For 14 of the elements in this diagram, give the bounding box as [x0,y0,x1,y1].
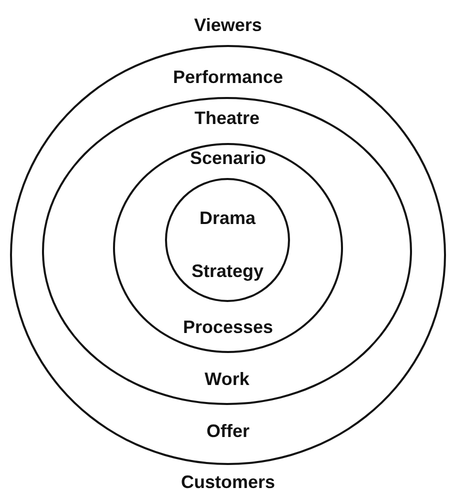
ring-label: Strategy [191,261,264,281]
ellipse-ring [165,178,290,302]
ring-label: Scenario [190,148,266,168]
ring-label: Processes [182,317,274,337]
ellipse-ring [10,45,446,465]
outer-label: Viewers [194,15,262,35]
ring-label: Work [204,369,250,389]
ring-label: Drama [199,208,256,228]
outer-label: Customers [180,472,276,490]
ellipse-ring [113,143,343,353]
ring-label: Performance [172,67,284,87]
ring-label: Theatre [194,108,260,128]
ring-label: Offer [206,421,250,441]
ellipse-ring [42,97,412,405]
